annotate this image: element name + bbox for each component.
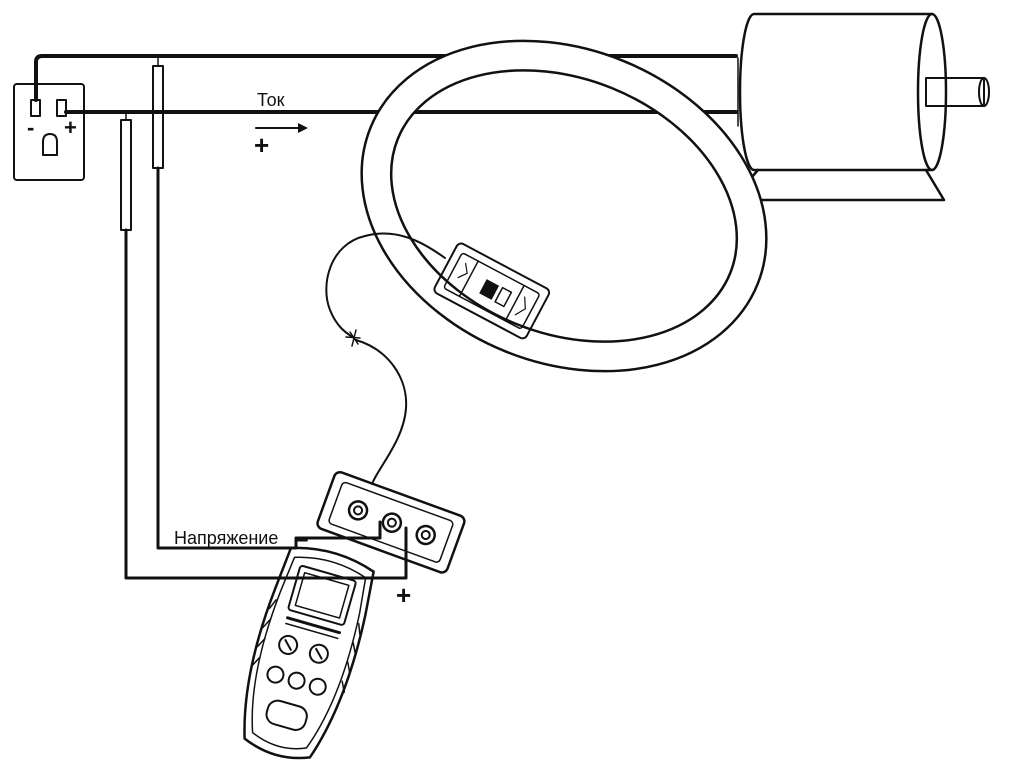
multimeter-icon bbox=[243, 546, 375, 760]
supply-line-top bbox=[34, 54, 738, 102]
power-outlet-icon bbox=[13, 83, 85, 181]
outlet-plus-label: + bbox=[64, 115, 77, 140]
outlet-minus-label: - bbox=[27, 115, 34, 140]
current-direction-arrow-icon bbox=[255, 123, 308, 133]
current-adapter-icon bbox=[316, 470, 466, 574]
rogowski-coil-icon bbox=[360, 39, 768, 373]
current-plus-sign: + bbox=[254, 130, 269, 160]
voltage-probe-right bbox=[152, 55, 382, 550]
voltage-minus-sign: – bbox=[294, 523, 308, 553]
voltage-probe-left bbox=[120, 111, 408, 580]
current-label: Ток bbox=[257, 90, 285, 110]
voltage-label: Напряжение bbox=[174, 528, 278, 548]
coil-cable bbox=[325, 232, 446, 485]
electric-motor-icon bbox=[730, 12, 990, 202]
voltage-plus-sign: + bbox=[396, 580, 411, 610]
